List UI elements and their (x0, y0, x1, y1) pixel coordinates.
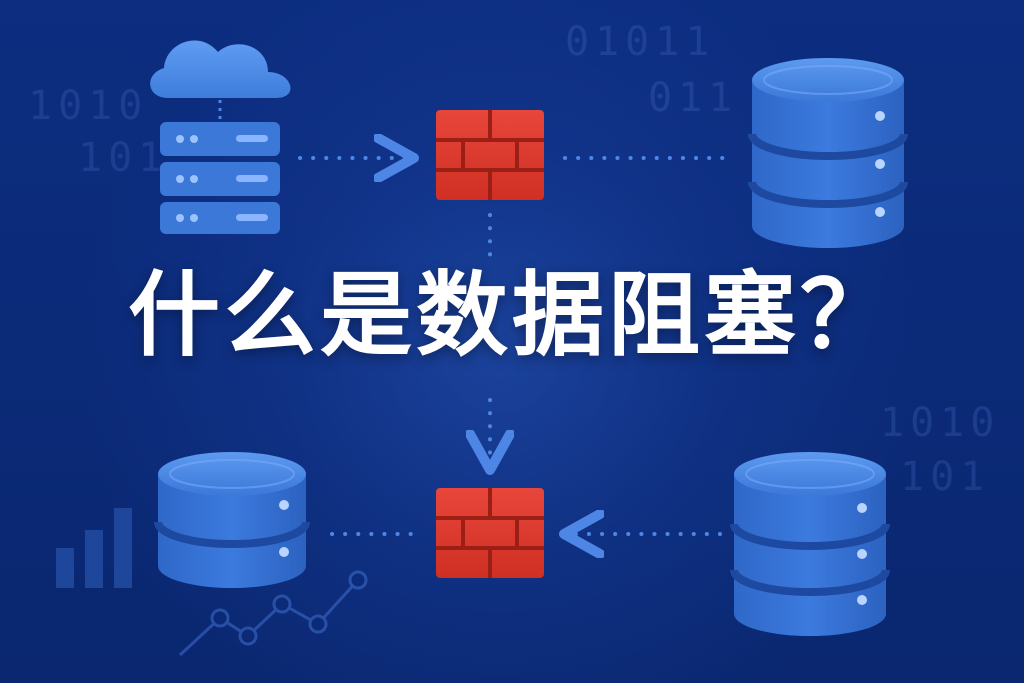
database-icon-bottom-left (154, 452, 310, 588)
binary-text-right-2: 101 (900, 454, 991, 500)
binary-text-top-right-2: 011 (648, 75, 739, 121)
line-chart-icon (178, 570, 368, 657)
database-icon-bottom-right (730, 452, 890, 636)
bar-chart-icon (56, 508, 132, 588)
binary-text-top-right-1: 01011 (565, 19, 716, 65)
binary-text-right-1: 1010 (880, 400, 1001, 446)
database-icon-top-right (748, 58, 908, 248)
binary-text-left-1: 1010 (28, 83, 149, 129)
cloud-icon (150, 40, 291, 122)
server-icon (160, 122, 280, 234)
page-title: 什么是数据阻塞？ (127, 262, 896, 369)
connector-lines (298, 158, 734, 534)
binary-text-left-2: 101 (78, 135, 169, 181)
firewall-icon-top (436, 110, 544, 200)
firewall-icon-bottom (436, 488, 544, 578)
